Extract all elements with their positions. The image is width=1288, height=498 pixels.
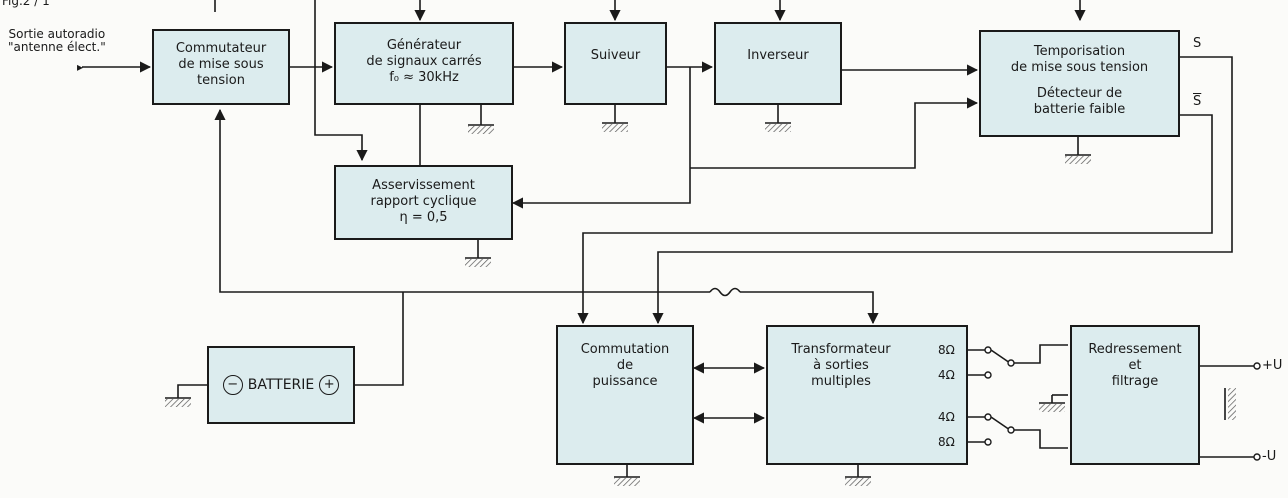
block-commutation-line2: de: [616, 358, 634, 373]
terminal: [1007, 426, 1015, 434]
block-generateur-line3: f₀ ≈ 30kHz: [389, 70, 459, 85]
ground-icon: [165, 397, 191, 407]
block-asservissement-line1: Asservissement: [372, 178, 475, 193]
wire-switch-lower: [1014, 429, 1068, 449]
block-generateur-line2: de signaux carrés: [366, 54, 482, 69]
ground-icon: [765, 105, 791, 132]
block-asservissement-line3: η = 0,5: [399, 210, 448, 225]
switch-lower: [990, 416, 1011, 431]
ground-icon: [468, 105, 494, 134]
block-commutateur-line2: de mise sous: [178, 57, 264, 72]
wire-sbar-out: [577, 114, 1213, 325]
block-asservissement-line2: rapport cyclique: [370, 194, 477, 209]
block-commutateur-line3: tension: [197, 73, 245, 88]
wire-switch-upper: [1014, 344, 1068, 364]
block-transformateur-line2: à sorties: [813, 358, 869, 373]
block-generateur: Générateur de signaux carrés f₀ ≈ 30kHz: [334, 22, 514, 105]
block-redressement-line2: et: [1128, 358, 1142, 373]
terminal: [1007, 359, 1015, 367]
block-temporisation-line1: Temporisation: [1033, 44, 1126, 59]
switch-upper: [990, 349, 1011, 364]
block-commutation-line1: Commutation: [580, 342, 670, 357]
output-minus-u: -U: [1262, 449, 1277, 464]
chassis-symbol: [1228, 388, 1236, 420]
fuse-symbol: [709, 287, 741, 297]
block-transformateur-line1: Transformateur: [791, 342, 891, 357]
block-asservissement: Asservissement rapport cyclique η = 0,5: [334, 165, 513, 240]
block-redressement: Redressement et filtrage: [1070, 325, 1200, 465]
block-transformateur-line3: multiples: [811, 374, 871, 389]
wire-battery-plus: [355, 292, 404, 386]
signal-s: S: [1193, 36, 1202, 51]
wire-s-out: [652, 56, 1233, 325]
ground-icon: [614, 465, 640, 486]
block-temporisation-line2: de mise sous tension: [1010, 60, 1149, 75]
block-transformateur: Transformateur à sorties multiples: [766, 325, 968, 465]
block-inverseur: Inverseur: [714, 22, 842, 105]
terminal-plus-u: [1253, 362, 1261, 370]
ground-icon: [465, 240, 491, 267]
block-suiveur: Suiveur: [564, 22, 667, 105]
block-generateur-line1: Générateur: [386, 38, 462, 53]
block-commutation-line3: puissance: [592, 374, 658, 389]
ground-icon: [1039, 402, 1065, 412]
terminal: [984, 413, 992, 421]
terminal-minus-u: [1253, 453, 1261, 461]
figure-caption-fragment: Fig.2 / 1: [2, 0, 50, 8]
ground-icon: [845, 465, 871, 486]
tap-label: 8Ω: [938, 343, 955, 357]
block-commutation: Commutation de puissance: [556, 325, 694, 465]
ground-icon: [602, 105, 628, 132]
input-label-line2: "antenne élect.": [8, 40, 106, 54]
input-label-line1: Sortie autoradio: [8, 27, 106, 41]
output-plus-u: +U: [1262, 358, 1283, 373]
block-temporisation-line3: Détecteur de: [1036, 86, 1123, 101]
input-label: Sortie autoradio "antenne élect.": [8, 28, 106, 54]
block-commutateur-line1: Commutateur: [175, 41, 267, 56]
tap-label: 4Ω: [938, 368, 955, 382]
block-temporisation: Temporisation de mise sous tension Détec…: [979, 30, 1180, 137]
tap-label: 4Ω: [938, 410, 955, 424]
input-arrow-head: ▸: [77, 60, 84, 74]
block-batterie: − BATTERIE +: [207, 346, 355, 424]
block-redressement-line1: Redressement: [1088, 342, 1182, 357]
wire-supply-bus: [214, 108, 710, 293]
terminal: [984, 346, 992, 354]
terminal: [984, 438, 992, 446]
wire-fuse-transfo: [740, 291, 879, 325]
wire-to-detector: [690, 97, 979, 169]
battery-minus-icon: −: [222, 375, 243, 395]
block-commutateur: Commutateur de mise sous tension: [152, 29, 290, 105]
block-suiveur-line1: Suiveur: [590, 48, 641, 63]
block-batterie-label: BATTERIE: [247, 377, 315, 393]
battery-plus-icon: +: [319, 375, 340, 395]
wire-feedback-asserv: [511, 67, 691, 209]
signal-s-bar: S: [1193, 94, 1202, 109]
block-redressement-line3: filtrage: [1111, 374, 1159, 389]
tap-label: 8Ω: [938, 435, 955, 449]
terminal: [984, 371, 992, 379]
wire-battery-minus: [177, 384, 207, 398]
ground-icon: [1065, 137, 1091, 164]
block-inverseur-line1: Inverseur: [747, 48, 809, 63]
block-temporisation-line4: batterie faible: [1033, 102, 1126, 117]
